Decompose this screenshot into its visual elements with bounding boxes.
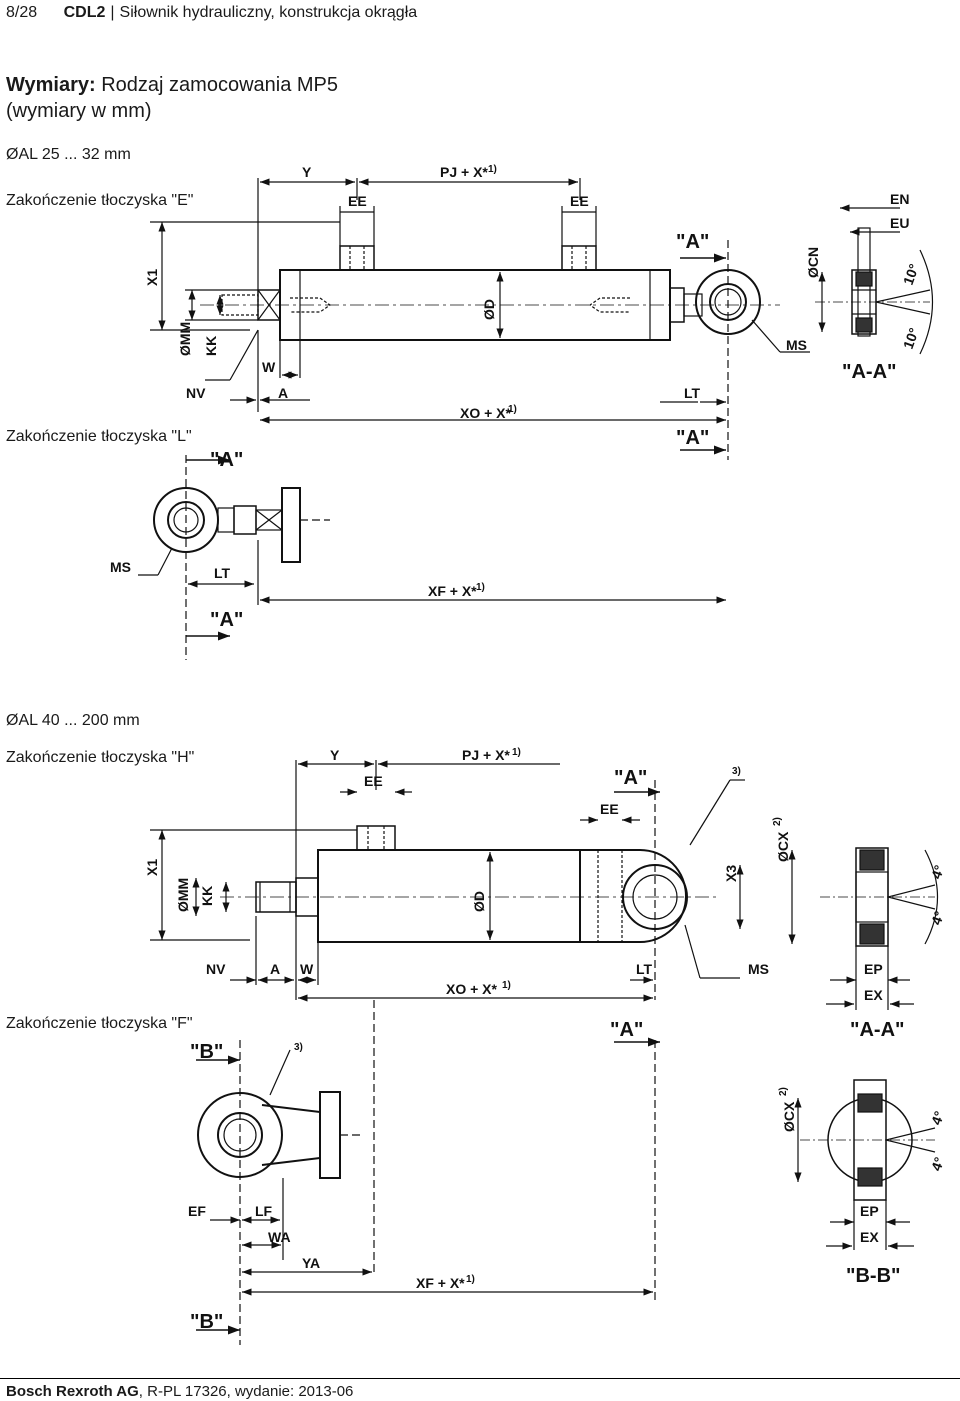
section-bb-label: "B-B" xyxy=(846,1265,901,1287)
dim2-kk: KK xyxy=(199,886,215,906)
cylinder-40-200-drawing xyxy=(150,760,938,1345)
dim2-ep: EP xyxy=(864,961,883,977)
dim-eu: EU xyxy=(890,215,909,231)
dim-ms: MS xyxy=(786,337,807,353)
dim2-a: A xyxy=(270,961,280,977)
dim-en: EN xyxy=(890,191,909,207)
dim2-ex: EX xyxy=(864,987,883,1003)
dim-x1: X1 xyxy=(144,269,160,286)
dim-d: ØD xyxy=(481,299,497,320)
dim-xo: XO + X* xyxy=(460,405,512,421)
view-b-label: "B" xyxy=(190,1041,223,1063)
dim2-xf-note: 1) xyxy=(466,1274,475,1285)
dim2-cx-b-note: 2) xyxy=(778,1087,789,1096)
dim2-d: ØD xyxy=(471,891,487,912)
view-b-label-2: "B" xyxy=(190,1311,223,1333)
angle-10-top: 10° xyxy=(900,262,922,287)
dim2-cx: ØCX xyxy=(775,831,791,862)
dim2-ya: YA xyxy=(302,1255,320,1271)
dim2-lf: LF xyxy=(255,1203,273,1219)
angle-4-b-top: 4° xyxy=(928,1109,948,1127)
view-a-label-4: "A" xyxy=(210,609,243,631)
dim-xf-note: 1) xyxy=(476,582,485,593)
dim2-ex-b: EX xyxy=(860,1229,879,1245)
dim2-pj: PJ + X* xyxy=(462,747,510,763)
section1-range: ØAL 25 ... 32 mm xyxy=(6,146,131,163)
caption-rod-end-h: Zakończenie tłoczyska "H" xyxy=(6,749,195,766)
dim-cn: ØCN xyxy=(805,247,821,278)
note-3-b: 3) xyxy=(294,1042,303,1053)
dim-xo-note: 1) xyxy=(508,404,517,415)
dim-xf: XF + X* xyxy=(428,583,477,599)
caption-rod-end-e: Zakończenie tłoczyska "E" xyxy=(6,192,194,209)
dim2-xo: XO + X* xyxy=(446,981,498,997)
angle-10-bottom: 10° xyxy=(900,326,922,351)
dim-kk: KK xyxy=(203,336,219,356)
view-a-label-2: "A" xyxy=(676,427,709,449)
page-footer: Bosch Rexroth AG, R-PL 17326, wydanie: 2… xyxy=(6,1383,353,1400)
dim2-xf: XF + X* xyxy=(416,1275,465,1291)
title-rest: Rodzaj zamocowania MP5 xyxy=(101,74,339,96)
dim-y: Y xyxy=(302,164,312,180)
view2-a-label-2: "A" xyxy=(610,1019,643,1041)
dim2-w: W xyxy=(300,961,314,977)
dim-pj-note: 1) xyxy=(488,164,497,175)
product-subtitle: Siłownik hydrauliczny, konstrukcja okrąg… xyxy=(119,4,418,21)
page-header: 8/28 CDL2|Siłownik hydrauliczny, konstru… xyxy=(6,4,417,22)
page-number: 8/28 xyxy=(6,4,38,21)
dim2-nv: NV xyxy=(206,961,226,977)
view-a-label-3: "A" xyxy=(210,449,243,471)
dim-ee-1: EE xyxy=(348,193,367,209)
view-a-label: "A" xyxy=(676,231,709,253)
dim2-wa: WA xyxy=(268,1229,291,1245)
dim2-ee-2: EE xyxy=(600,801,619,817)
dim2-ep-b: EP xyxy=(860,1203,879,1219)
note-3: 3) xyxy=(732,766,741,777)
dim2-x1: X1 xyxy=(144,859,160,876)
title-bold: Wymiary: xyxy=(6,74,96,96)
footer-rule xyxy=(0,1378,960,1379)
dim2-ee-1: EE xyxy=(364,773,383,789)
footer-doc: , R-PL 17326, wydanie: 2013-06 xyxy=(138,1383,354,1400)
dim2-mm: ØMM xyxy=(175,878,191,912)
caption-rod-end-f: Zakończenie tłoczyska "F" xyxy=(6,1015,193,1032)
dim2-ms: MS xyxy=(748,961,769,977)
dim2-x3: X3 xyxy=(723,865,739,882)
dim-w: W xyxy=(262,359,276,375)
dim2-cx-note: 2) xyxy=(772,817,783,826)
angle-4-b-bottom: 4° xyxy=(928,1155,948,1173)
dim2-xo-note: 1) xyxy=(502,980,511,991)
footer-company: Bosch Rexroth AG xyxy=(6,1383,139,1400)
dim2-lt: LT xyxy=(636,961,653,977)
header-separator: | xyxy=(110,4,115,21)
cylinder-25-32-drawing xyxy=(138,178,933,660)
dim-mm: ØMM xyxy=(177,322,193,356)
dim-nv: NV xyxy=(186,385,206,401)
section-aa-label: "A-A" xyxy=(842,361,897,383)
angle-4-bottom: 4° xyxy=(928,909,948,927)
dim2-ef: EF xyxy=(188,1203,206,1219)
angle-4-top: 4° xyxy=(928,863,948,881)
dim-lt: LT xyxy=(684,385,701,401)
dim-pj: PJ + X* xyxy=(440,164,488,180)
section2-aa-label: "A-A" xyxy=(850,1019,905,1041)
caption-rod-end-l: Zakończenie tłoczyska "L" xyxy=(6,428,192,445)
dim2-pj-note: 1) xyxy=(512,747,521,758)
section2-range: ØAL 40 ... 200 mm xyxy=(6,712,140,729)
dim2-cx-b: ØCX xyxy=(781,1101,797,1132)
dim-ee-2: EE xyxy=(570,193,589,209)
page-title: Wymiary: Rodzaj zamocowania MP5 (wymiary… xyxy=(6,72,338,124)
view2-a-label: "A" xyxy=(614,767,647,789)
dim-ms-2: MS xyxy=(110,559,131,575)
dim-a: A xyxy=(278,385,288,401)
title-line2: (wymiary w mm) xyxy=(6,100,152,122)
dim-lt-2: LT xyxy=(214,565,231,581)
product-code: CDL2 xyxy=(63,4,106,21)
dim2-y: Y xyxy=(330,747,340,763)
